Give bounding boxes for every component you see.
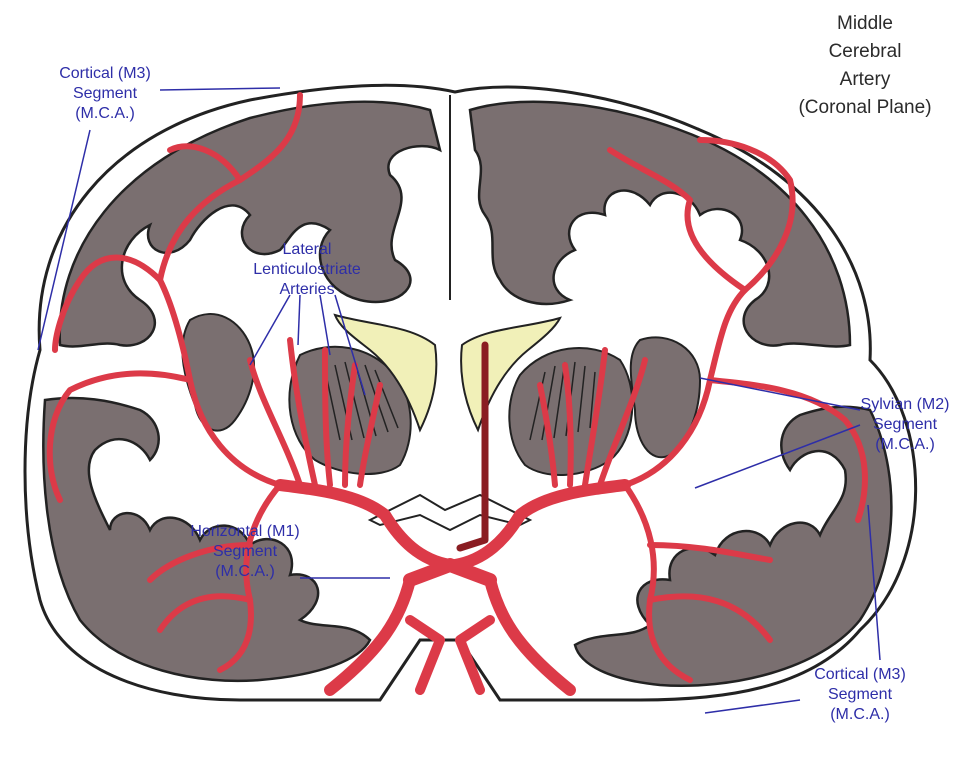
cortical-branches-right: [607, 137, 868, 683]
label-cortical-bottom-line1: Cortical (M3): [814, 666, 906, 683]
aca-link: [403, 558, 497, 587]
title-line-3: Artery: [839, 69, 891, 90]
title-line-4: (Coronal Plane): [798, 97, 932, 118]
leader-cortical-bottom: [704, 699, 801, 714]
leader-sylvian-2: [694, 424, 861, 489]
cortex-right-upper: [468, 100, 852, 348]
label-cortical-m3-top: Cortical (M3) Segment (M.C.A.): [30, 64, 180, 124]
label-sylvian-line2: Segment: [872, 416, 938, 433]
label-cortical-bottom-line2: Segment: [827, 686, 893, 703]
leader-sylvian-1: [699, 377, 861, 411]
label-sylvian-line1: Sylvian (M2): [860, 396, 950, 413]
title-line-1: Middle: [837, 13, 893, 34]
base-right: [455, 615, 495, 695]
label-cortical-bottom-line3: (M.C.A.): [830, 706, 890, 723]
label-cortical-m3-bottom: Cortical (M3) Segment (M.C.A.): [785, 665, 935, 725]
leader-cortical-bottom-2: [867, 504, 881, 661]
cortex-right-lower: [573, 405, 893, 687]
ica-right: [484, 574, 576, 696]
label-cortical-top-line3: (M.C.A.): [75, 105, 135, 122]
leader-lenticulostriate-1: [249, 294, 291, 366]
cortical-branches-left: [46, 92, 303, 673]
label-lenticulostriate-line3: Arteries: [279, 281, 335, 298]
lateral-ventricle-left: [333, 313, 438, 433]
label-sylvian-m2: Sylvian (M2) Segment (M.C.A.): [835, 395, 975, 455]
label-lenticulostriate-line2: Lenticulostriate: [253, 261, 361, 278]
leader-lenticulostriate-2: [297, 294, 301, 346]
leader-cortical-top: [159, 87, 281, 91]
label-horizontal-line2: Segment: [212, 543, 278, 560]
label-cortical-top-line1: Cortical (M3): [59, 65, 151, 82]
cortex-left-lower: [42, 396, 372, 683]
lenticulostriate-arteries-left: [247, 337, 383, 488]
mca-trunks: [274, 479, 631, 696]
m1-right: [449, 479, 631, 571]
lenticulostriate-arteries-right: [537, 347, 648, 488]
cortex-left-upper: [58, 100, 442, 348]
anterior-cerebral-vessel: [456, 341, 489, 552]
label-horizontal-m1: Horizontal (M1) Segment (M.C.A.): [165, 522, 325, 582]
label-cortical-top-line2: Segment: [72, 85, 138, 102]
label-horizontal-line1: Horizontal (M1): [190, 523, 300, 540]
ica-left: [324, 574, 416, 696]
leader-lines: [37, 87, 881, 714]
label-lenticulostriate-line1: Lateral: [282, 241, 332, 258]
leader-cortical-top-2: [37, 129, 91, 351]
leader-lenticulostriate-3: [319, 294, 331, 356]
title-line-2: Cerebral: [828, 41, 902, 62]
label-sylvian-line3: (M.C.A.): [875, 436, 935, 453]
m1-left: [274, 479, 456, 571]
label-lenticulostriate: Lateral Lenticulostriate Arteries: [222, 240, 392, 300]
label-horizontal-line3: (M.C.A.): [215, 563, 275, 580]
leader-lenticulostriate-4: [334, 294, 366, 396]
base-left: [405, 615, 445, 695]
